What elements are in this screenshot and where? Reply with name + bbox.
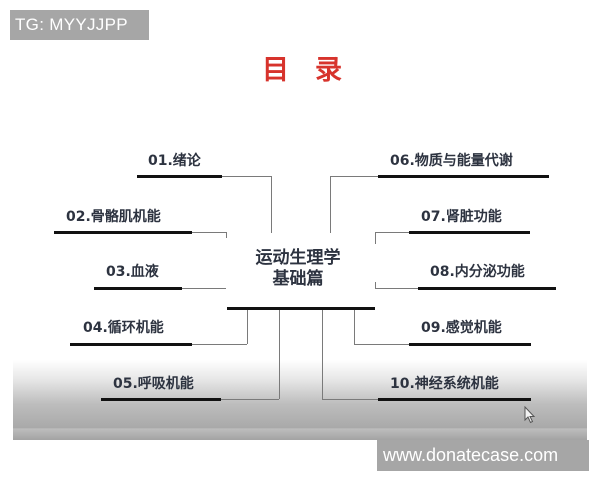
toc-item-10[interactable]: 10.神经系统机能	[390, 376, 499, 392]
connector	[322, 399, 378, 400]
arrow-cursor-icon	[524, 406, 536, 424]
connector	[247, 310, 248, 344]
toc-item-06-underline	[378, 175, 549, 178]
connector	[330, 176, 378, 177]
toc-item-06[interactable]: 06.物质与能量代谢	[390, 153, 513, 169]
watermark-top-left: TG: MYYJJPP	[10, 10, 149, 40]
toc-item-07[interactable]: 07.肾脏功能	[421, 209, 502, 225]
connector	[226, 232, 227, 238]
toc-item-08-underline	[418, 287, 556, 290]
toc-item-05-underline	[101, 398, 221, 401]
toc-item-04-underline	[70, 343, 192, 346]
toc-item-01-underline	[137, 175, 222, 178]
connector	[271, 176, 272, 233]
connector	[192, 232, 226, 233]
connector	[279, 310, 280, 399]
connector	[375, 232, 409, 233]
connector	[222, 176, 271, 177]
toc-item-05[interactable]: 05.呼吸机能	[113, 376, 194, 392]
toc-item-07-underline	[409, 231, 530, 234]
toc-item-02-underline	[54, 231, 192, 234]
center-topic-line1: 运动生理学	[255, 248, 341, 268]
center-underline	[227, 307, 375, 310]
connector	[375, 282, 376, 288]
toc-item-02[interactable]: 02.骨骼肌机能	[66, 209, 161, 225]
center-topic: 运动生理学 基础篇	[232, 248, 364, 290]
connector	[375, 232, 376, 244]
connector	[354, 310, 355, 344]
connector	[354, 344, 409, 345]
center-topic-line2: 基础篇	[272, 269, 324, 289]
connector	[192, 344, 247, 345]
toc-item-08[interactable]: 08.内分泌功能	[430, 264, 525, 280]
connector	[375, 288, 418, 289]
toc-item-04[interactable]: 04.循环机能	[83, 320, 164, 336]
connector	[322, 310, 323, 399]
toc-item-01[interactable]: 01.绪论	[148, 153, 201, 169]
page-title: 目录	[262, 55, 368, 86]
toc-item-09-underline	[409, 343, 531, 346]
toc-item-03-underline	[94, 287, 182, 290]
connector	[330, 176, 331, 233]
toc-item-10-underline	[378, 398, 531, 401]
connector	[221, 399, 279, 400]
toc-item-09[interactable]: 09.感觉机能	[421, 320, 502, 336]
connector	[182, 288, 226, 289]
toc-item-03[interactable]: 03.血液	[106, 264, 159, 280]
watermark-bottom-right: www.donatecase.com	[377, 440, 589, 471]
